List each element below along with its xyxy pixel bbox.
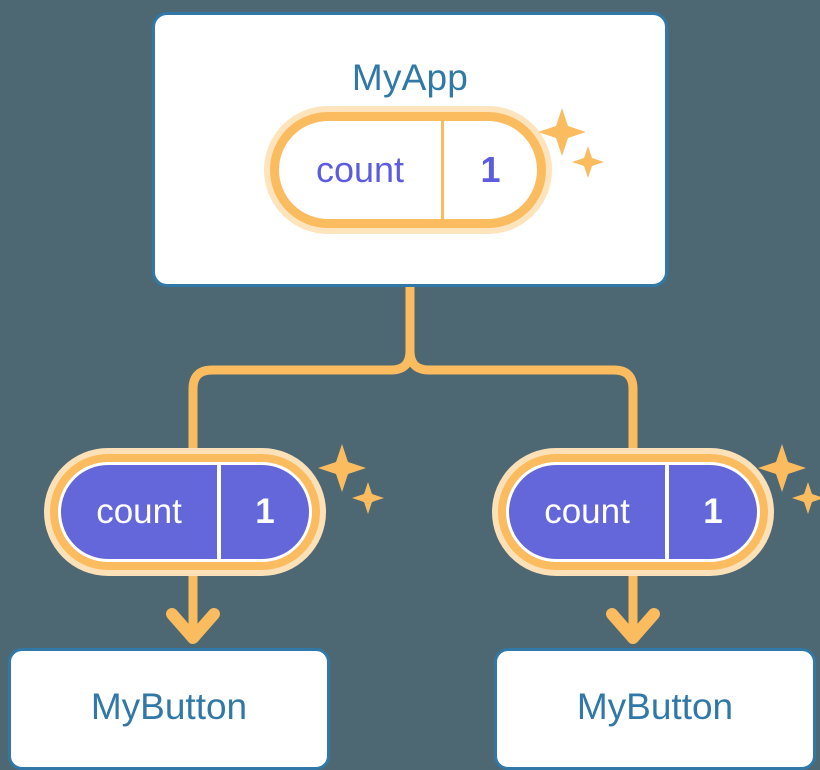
pill-ring: count 1 (498, 454, 768, 570)
pill-halo: count 1 (264, 106, 552, 234)
sparkle-small-icon (352, 482, 384, 514)
sparkle-icon (318, 444, 384, 514)
pill-body: count 1 (506, 462, 760, 562)
pill-ring: count 1 (50, 454, 320, 570)
state-key: count (315, 149, 405, 190)
component-label: MyButton (90, 686, 248, 727)
state-key: count (544, 492, 630, 531)
pill-cells: count 1 (509, 465, 757, 559)
component-card-mybutton-left[interactable]: MyButton (8, 648, 330, 770)
state-pill-root[interactable]: count 1 (264, 106, 552, 234)
pill-cells: count 1 (61, 465, 309, 559)
arrow-down-icon (166, 608, 220, 644)
pill-halo: count 1 (44, 448, 326, 576)
state-value: 1 (441, 121, 537, 219)
pill-ring: count 1 (270, 112, 546, 228)
page-title: MyApp (351, 57, 469, 98)
state-value: 1 (217, 465, 309, 559)
pill-halo: count 1 (492, 448, 774, 576)
pill-body: count 1 (279, 121, 537, 219)
component-card-mybutton-right[interactable]: MyButton (494, 648, 816, 770)
arrow-down-icon (606, 608, 660, 644)
pill-body: count 1 (58, 462, 312, 562)
connector-branch-right (405, 350, 638, 462)
sparkle-small-icon (792, 482, 820, 514)
state-pill-branch-left[interactable]: count 1 (44, 448, 326, 576)
state-pill-branch-right[interactable]: count 1 (492, 448, 774, 576)
state-value: 1 (665, 465, 757, 559)
state-key: count (96, 492, 182, 531)
component-label: MyButton (576, 686, 734, 727)
connector-branch-left (188, 350, 415, 462)
